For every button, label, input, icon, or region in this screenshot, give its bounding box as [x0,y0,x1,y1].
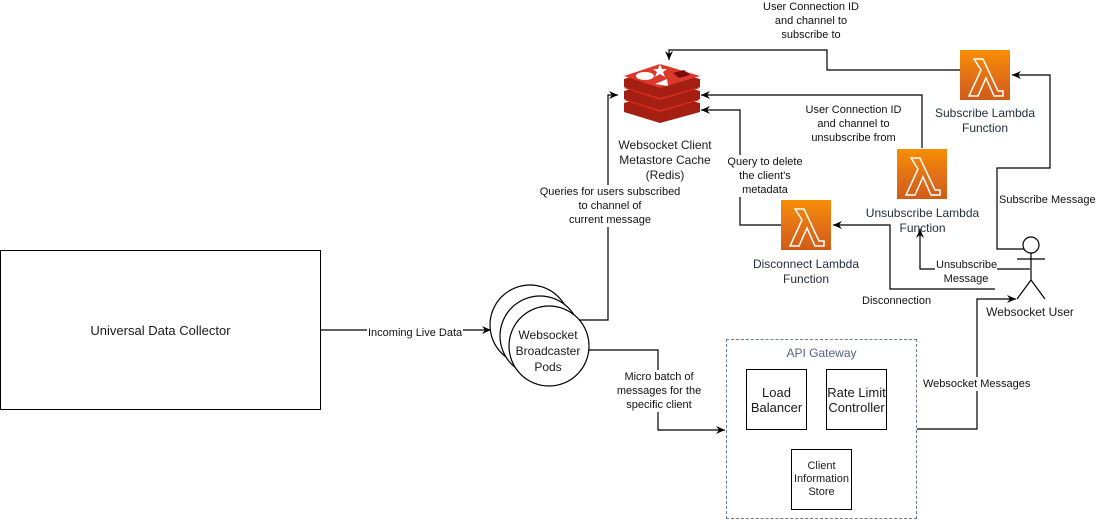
unsubscribe-to-redis-line1: User Connection ID [805,104,902,116]
pods-label-line2: Broadcaster [515,344,581,358]
api-gateway-title: API Gateway [786,346,857,360]
disconnect-lambda-line1: Disconnect Lambda [752,257,860,271]
unsubscribe-lambda-label: Unsubscribe Lambda Function [860,206,985,236]
disconnect-lambda-icon[interactable] [781,200,831,250]
load-balancer-line1: Load [762,384,791,400]
load-balancer-line2: Balancer [750,399,803,415]
delete-query-line2: the client's [739,170,791,182]
micro-batch-line3: specific client [626,399,692,411]
unsubscribe-lambda-line2: Function [899,221,946,235]
edge-websocket-messages [917,295,1016,430]
queries-line3: current message [569,214,651,226]
rate-limit-controller-node[interactable]: Rate Limit Controller [826,369,887,430]
edge-disconnection [833,221,995,290]
client-information-store-node[interactable]: Client Information Store [791,449,852,510]
subscribe-to-redis-line3: subscribe to [781,29,841,41]
redis-label: Websocket Client Metastore Cache (Redis) [600,138,730,183]
subscribe-lambda-label: Subscribe Lambda Function [925,106,1045,136]
unsubscribe-lambda-line1: Unsubscribe Lambda [865,206,980,220]
subscribe-to-redis-label: User Connection ID and channel to subscr… [755,0,867,42]
pods-label-line1: Websocket [518,328,578,342]
redis-label-line3: (Redis) [645,168,685,182]
incoming-live-data-label: Incoming Live Data [367,326,464,340]
broadcaster-pods-label: Websocket Broadcaster Pods [508,327,588,375]
client-info-line2: Information [793,473,850,485]
websocket-user-label: Websocket User [986,305,1074,319]
queries-label: Queries for users subscribed to channel … [530,185,690,227]
api-gateway-group[interactable] [726,339,917,519]
client-info-line1: Client [807,460,836,472]
disconnect-lambda-label: Disconnect Lambda Function [745,257,867,287]
micro-batch-line1: Micro batch of [624,371,694,383]
subscribe-lambda-line1: Subscribe Lambda [934,106,1036,120]
subscribe-lambda-icon[interactable] [960,50,1010,100]
universal-data-collector-label: Universal Data Collector [90,322,231,338]
disconnection-label: Disconnection [861,294,933,308]
rate-limit-line1: Rate Limit [827,384,886,400]
load-balancer-node[interactable]: Load Balancer [746,369,807,430]
redis-label-line1: Websocket Client [618,138,712,152]
queries-line1: Queries for users subscribed [539,186,681,198]
rate-limit-line2: Controller [828,399,885,415]
redis-icon [624,64,700,123]
edge-subscribe-to-redis [665,49,960,71]
subscribe-message-label: Subscribe Message [998,193,1096,207]
delete-query-line1: Query to delete [727,156,803,168]
subscribe-to-redis-line1: User Connection ID [763,1,859,13]
unsubscribe-message-line2: Message [943,273,989,285]
redis-label-line2: Metastore Cache [619,153,711,167]
micro-batch-line2: messages for the [616,385,702,397]
broadcaster-pods-shape [489,284,590,387]
delete-query-label: Query to delete the client's metadata [719,155,811,197]
micro-batch-label: Micro batch of messages for the specific… [612,370,706,412]
queries-line2: to channel of [578,200,642,212]
unsubscribe-to-redis-label: User Connection ID and channel to unsubs… [800,103,907,145]
client-info-line3: Store [808,486,835,498]
websocket-messages-label: Websocket Messages [922,377,1032,391]
unsubscribe-to-redis-line2: and channel to [817,118,890,130]
delete-query-line3: metadata [742,184,788,196]
disconnect-lambda-line2: Function [782,272,830,286]
subscribe-lambda-line2: Function [961,121,1009,135]
unsubscribe-message-label: Unsubscribe Message [935,258,997,286]
universal-data-collector-node[interactable]: Universal Data Collector [0,250,321,410]
unsubscribe-lambda-icon[interactable] [897,149,947,199]
user-actor-icon [1016,236,1046,300]
edge-subscribe-message [996,71,1051,250]
unsubscribe-message-line1: Unsubscribe [936,259,998,271]
edge-unsubscribe-to-redis [701,91,923,148]
unsubscribe-to-redis-line3: unsubscribe from [811,132,896,144]
pods-label-line3: Pods [534,360,562,374]
subscribe-to-redis-line2: and channel to [774,15,848,27]
